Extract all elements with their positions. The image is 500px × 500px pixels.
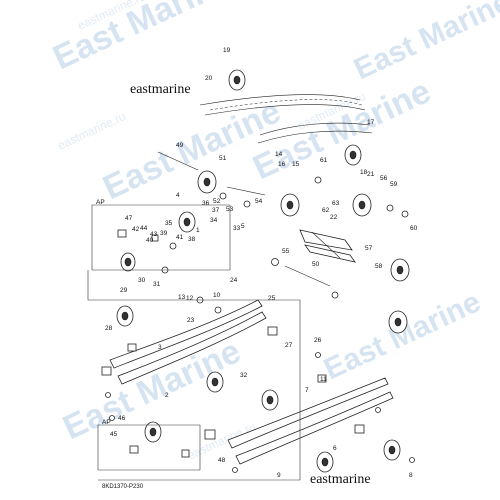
callout-27: 27 <box>285 342 293 349</box>
shafts <box>157 151 331 287</box>
callout-1: 1 <box>196 227 200 234</box>
callout-17: 17 <box>367 119 375 126</box>
callout-34: 34 <box>210 217 218 224</box>
idler-wheel-top <box>228 69 362 166</box>
wheels <box>116 170 410 473</box>
callout-31: 31 <box>153 281 161 288</box>
callout-61: 61 <box>320 157 328 164</box>
callout-32: 32 <box>240 372 248 379</box>
callout-14: 14 <box>275 151 283 158</box>
watermark-text: East Marine <box>319 285 486 386</box>
callout-6: 6 <box>333 445 337 452</box>
callout-50: 50 <box>312 261 320 268</box>
callout-8: 8 <box>409 472 413 479</box>
callout-45: 45 <box>110 431 118 438</box>
callout-55: 55 <box>282 248 290 255</box>
callout-62: 62 <box>322 207 330 214</box>
callout-44: 44 <box>140 225 148 232</box>
inset-label: AP <box>96 199 105 206</box>
brand-label: eastmarine <box>310 472 371 487</box>
callout-63: 63 <box>332 200 340 207</box>
callout-52: 52 <box>213 198 221 205</box>
callout-13: 13 <box>178 294 186 301</box>
callout-43: 43 <box>150 231 158 238</box>
callout-2: 2 <box>165 392 169 399</box>
callout-38: 38 <box>188 236 196 243</box>
callout-9: 9 <box>277 472 281 479</box>
inset-box-ap-bottom: AP <box>97 419 201 471</box>
callout-12: 12 <box>186 295 194 302</box>
track-belt <box>199 94 373 144</box>
callout-42: 42 <box>132 226 140 233</box>
callout-25: 25 <box>268 295 276 302</box>
callout-59: 59 <box>390 181 398 188</box>
callout-58: 58 <box>375 263 383 270</box>
callout-15: 15 <box>292 161 300 168</box>
center-bracket <box>299 229 356 263</box>
callout-5: 5 <box>241 223 245 230</box>
inset-label: AP <box>102 419 111 426</box>
slide-rail-left <box>109 299 267 385</box>
callout-21: 21 <box>367 171 375 178</box>
callout-16: 16 <box>278 161 286 168</box>
callout-11: 11 <box>320 376 327 383</box>
callout-57: 57 <box>365 245 373 252</box>
watermark-text: East Marine <box>47 0 236 77</box>
callout-22: 22 <box>330 214 338 221</box>
callout-36: 36 <box>202 200 210 207</box>
callout-46: 46 <box>118 415 126 422</box>
brand-label: eastmarine <box>130 82 191 97</box>
callout-23: 23 <box>187 317 195 324</box>
slide-rail-right <box>227 377 394 465</box>
callout-33: 33 <box>233 225 241 232</box>
callout-24: 24 <box>230 277 238 284</box>
callout-48: 48 <box>218 457 226 464</box>
callout-20: 20 <box>205 75 213 82</box>
callout-3: 3 <box>158 344 162 351</box>
callout-18: 18 <box>360 169 368 176</box>
callout-labels: 1234567891011121314151617181920212223242… <box>105 47 418 479</box>
callout-19: 19 <box>223 47 231 54</box>
callout-53: 53 <box>226 206 234 213</box>
callout-28: 28 <box>105 325 113 332</box>
callout-54: 54 <box>255 198 263 205</box>
frame-outline <box>87 270 301 481</box>
callout-35: 35 <box>165 220 173 227</box>
callout-51: 51 <box>219 155 227 162</box>
callout-49: 49 <box>176 142 184 149</box>
callout-60: 60 <box>410 225 418 232</box>
callout-40: 40 <box>146 237 154 244</box>
callout-10: 10 <box>213 292 221 299</box>
diagram-code: 8KD1370-P230 <box>102 484 144 490</box>
watermark-url: eastmarine.ru <box>55 109 127 153</box>
callout-56: 56 <box>380 175 388 182</box>
callout-41: 41 <box>176 234 184 241</box>
callout-7: 7 <box>305 387 309 394</box>
small-parts <box>101 176 415 473</box>
callout-37: 37 <box>212 207 220 214</box>
callout-47: 47 <box>125 215 133 222</box>
callout-26: 26 <box>314 337 322 344</box>
inset-box-ap-top: AP <box>91 199 231 271</box>
callout-4: 4 <box>176 192 180 199</box>
callout-29: 29 <box>120 287 128 294</box>
callout-30: 30 <box>138 277 146 284</box>
callout-39: 39 <box>160 230 168 237</box>
watermark-text: East Marine <box>349 0 500 86</box>
